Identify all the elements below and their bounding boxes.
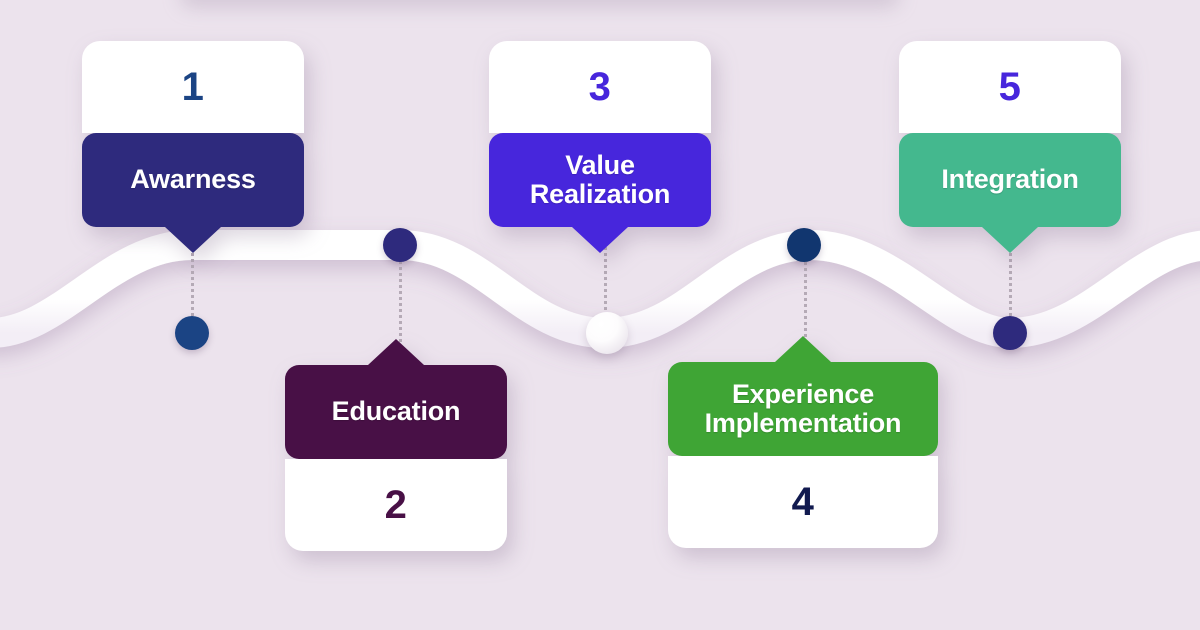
- timeline-node-1[interactable]: [175, 316, 209, 350]
- step-3-number-panel: 3: [489, 41, 711, 133]
- step-1-number-panel: 1: [82, 41, 304, 133]
- step-4-number: 4: [791, 480, 815, 524]
- step-card-2[interactable]: Education 2: [285, 339, 507, 551]
- step-2-pointer: [368, 339, 424, 365]
- step-card-1[interactable]: 1 Awarness: [82, 41, 304, 253]
- step-3-label: Value Realization: [529, 149, 671, 209]
- step-3-number: 3: [588, 65, 612, 109]
- step-1-number: 1: [181, 65, 205, 109]
- step-card-3[interactable]: 3 Value Realization: [489, 41, 711, 253]
- step-2-number-panel: 2: [285, 459, 507, 551]
- step-3-pointer: [572, 227, 628, 253]
- step-5-number-panel: 5: [899, 41, 1121, 133]
- step-3-label-panel: Value Realization: [489, 133, 711, 253]
- step-2-number: 2: [384, 483, 408, 527]
- step-5-label: Integration: [941, 164, 1079, 195]
- step-1-label-panel: Awarness: [82, 133, 304, 253]
- step-4-number-panel: 4: [668, 456, 938, 548]
- step-5-number: 5: [998, 65, 1022, 109]
- step-1-pointer: [165, 227, 221, 253]
- step-card-5[interactable]: 5 Integration: [899, 41, 1121, 253]
- step-4-pointer: [775, 336, 831, 362]
- step-4-label-panel: Experience Implementation: [668, 336, 938, 456]
- step-5-label-panel: Integration: [899, 133, 1121, 253]
- timeline-node-3[interactable]: [586, 312, 628, 354]
- step-card-4[interactable]: Experience Implementation 4: [668, 336, 938, 548]
- step-2-label-panel: Education: [285, 339, 507, 459]
- timeline-node-5[interactable]: [993, 316, 1027, 350]
- top-edge-smudge: [180, 0, 900, 8]
- timeline-node-4[interactable]: [787, 228, 821, 262]
- step-5-pointer: [982, 227, 1038, 253]
- step-4-label: Experience Implementation: [704, 378, 902, 438]
- step-2-label: Education: [331, 396, 461, 427]
- step-1-label: Awarness: [130, 164, 256, 195]
- timeline-node-2[interactable]: [383, 228, 417, 262]
